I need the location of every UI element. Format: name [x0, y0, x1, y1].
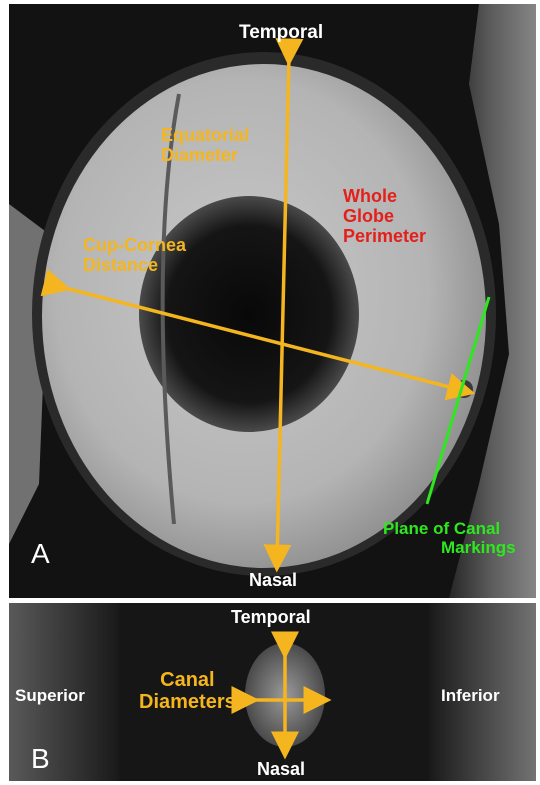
globe-mri-image — [9, 4, 536, 598]
canal-line2: Diameters — [139, 691, 236, 713]
equatorial-line2: Diameter — [161, 145, 249, 165]
panel-b-letter: B — [31, 743, 50, 775]
globe-line2: Globe — [343, 206, 426, 226]
canal-plane-label: Plane of Canal Markings — [383, 519, 516, 557]
globe-line3: Perimeter — [343, 226, 426, 246]
panel-a-letter: A — [31, 538, 50, 570]
equatorial-line1: Equatorial — [161, 125, 249, 145]
equatorial-diameter-label: Equatorial Diameter — [161, 125, 249, 165]
canal-diameters-label: Canal Diameters — [139, 669, 236, 714]
panel-a-globe-mri: Temporal Nasal Equatorial Diameter Cup-C… — [9, 4, 536, 598]
canal-line1: Canal — [139, 669, 236, 691]
cup-line1: Cup-Cornea — [83, 235, 186, 255]
panel-b-canal-mri: Temporal Nasal Superior Inferior Canal D… — [9, 603, 536, 781]
temporal-label-b: Temporal — [231, 607, 311, 627]
cup-cornea-label: Cup-Cornea Distance — [83, 235, 186, 275]
cup-line2: Distance — [83, 255, 186, 275]
plane-line1: Plane of Canal — [383, 519, 516, 538]
whole-globe-perimeter-label: Whole Globe Perimeter — [343, 186, 426, 246]
nasal-label-b: Nasal — [257, 759, 305, 779]
inferior-label: Inferior — [441, 686, 500, 705]
nasal-label-a: Nasal — [249, 570, 297, 590]
superior-label: Superior — [15, 686, 85, 705]
temporal-label-a: Temporal — [239, 22, 323, 43]
plane-line2: Markings — [383, 538, 516, 557]
globe-line1: Whole — [343, 186, 426, 206]
